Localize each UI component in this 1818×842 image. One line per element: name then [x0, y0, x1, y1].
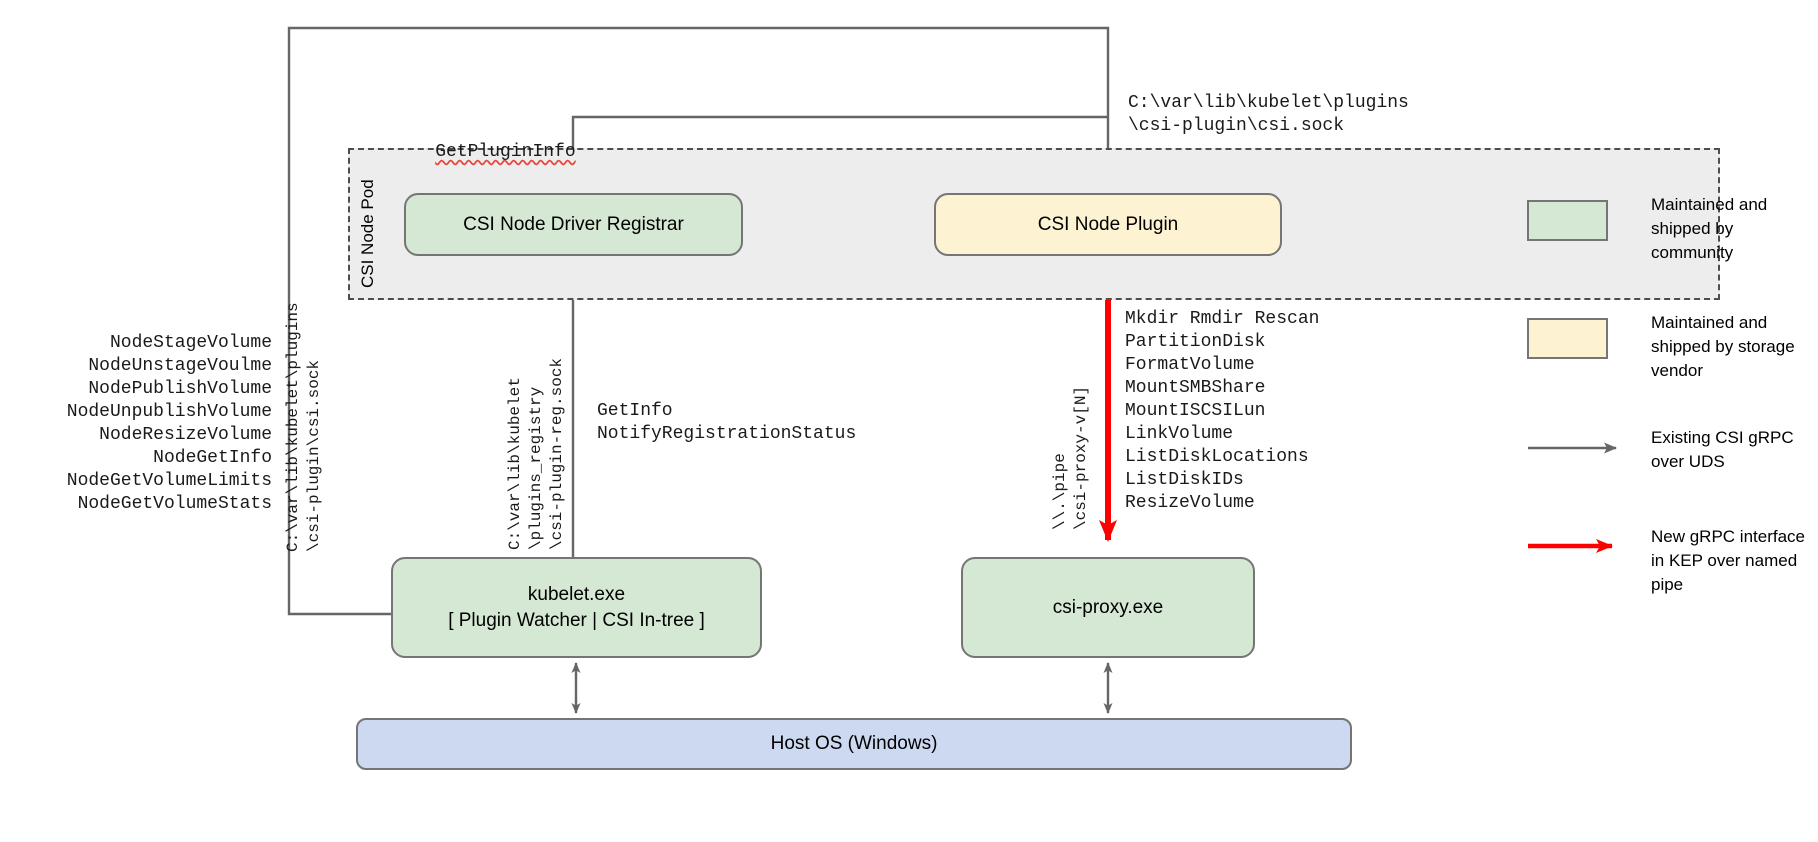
kubelet-exe-title: kubelet.exe: [527, 584, 626, 606]
kubelet-exe-subtitle: [ Plugin Watcher | CSI In-tree ]: [448, 609, 705, 631]
csi-node-plugin-label: CSI Node Plugin: [1037, 213, 1179, 235]
csi-proxy-exe-box[interactable]: csi-proxy.exe: [961, 557, 1255, 658]
legend-swatch-vendor: [1527, 318, 1608, 359]
plugin-registry-sock-path-vertical-label: C:\var\lib\kubelet \plugins_registry \cs…: [506, 357, 567, 550]
node-service-connector: [287, 26, 1113, 616]
kubelet-exe-box[interactable]: kubelet.exe [ Plugin Watcher | CSI In-tr…: [391, 557, 762, 658]
csi-sock-path-vertical-label: C:\var\lib\kubelet\plugins \csi-plugin\c…: [284, 302, 324, 552]
legend-label-existing-grpc: Existing CSI gRPC over UDS: [1651, 428, 1794, 472]
csi-node-plugin-box[interactable]: CSI Node Plugin: [934, 193, 1282, 256]
csi-proxy-api-calls-list: Mkdir Rmdir Rescan PartitionDisk FormatV…: [1125, 309, 1320, 514]
legend-label-community: Maintained and shipped by community: [1651, 195, 1768, 263]
host-os-label: Host OS (Windows): [770, 733, 938, 755]
csi-node-driver-registrar-box[interactable]: CSI Node Driver Registrar: [404, 193, 743, 256]
legend-label-vendor: Maintained and shipped by storage vendor: [1651, 313, 1795, 381]
get-plugin-info-text: GetPluginInfo: [435, 142, 576, 163]
legend-label-new-grpc: New gRPC interface in KEP over named pip…: [1651, 527, 1806, 595]
host-os-box[interactable]: Host OS (Windows): [356, 718, 1352, 770]
csi-node-pod-label-text: CSI Node Pod: [358, 179, 377, 288]
get-plugin-info-label: GetPluginInfo: [392, 118, 576, 187]
csi-node-driver-registrar-label: CSI Node Driver Registrar: [463, 213, 684, 235]
csi-proxy-exe-label: csi-proxy.exe: [1052, 596, 1164, 618]
csi-plugin-socket-path-label: C:\var\lib\kubelet\plugins \csi-plugin\c…: [1128, 93, 1409, 137]
kubelet-exe-label: kubelet.exe [ Plugin Watcher | CSI In-tr…: [448, 582, 705, 632]
legend-swatch-community: [1527, 200, 1608, 241]
registration-calls-list: GetInfo NotifyRegistrationStatus: [597, 401, 857, 445]
node-service-calls-list: NodeStageVolume NodeUnstageVoulme NodePu…: [66, 333, 272, 515]
named-pipe-path-vertical-label: \\.\pipe \csi-proxy-v[N]: [1051, 385, 1091, 530]
